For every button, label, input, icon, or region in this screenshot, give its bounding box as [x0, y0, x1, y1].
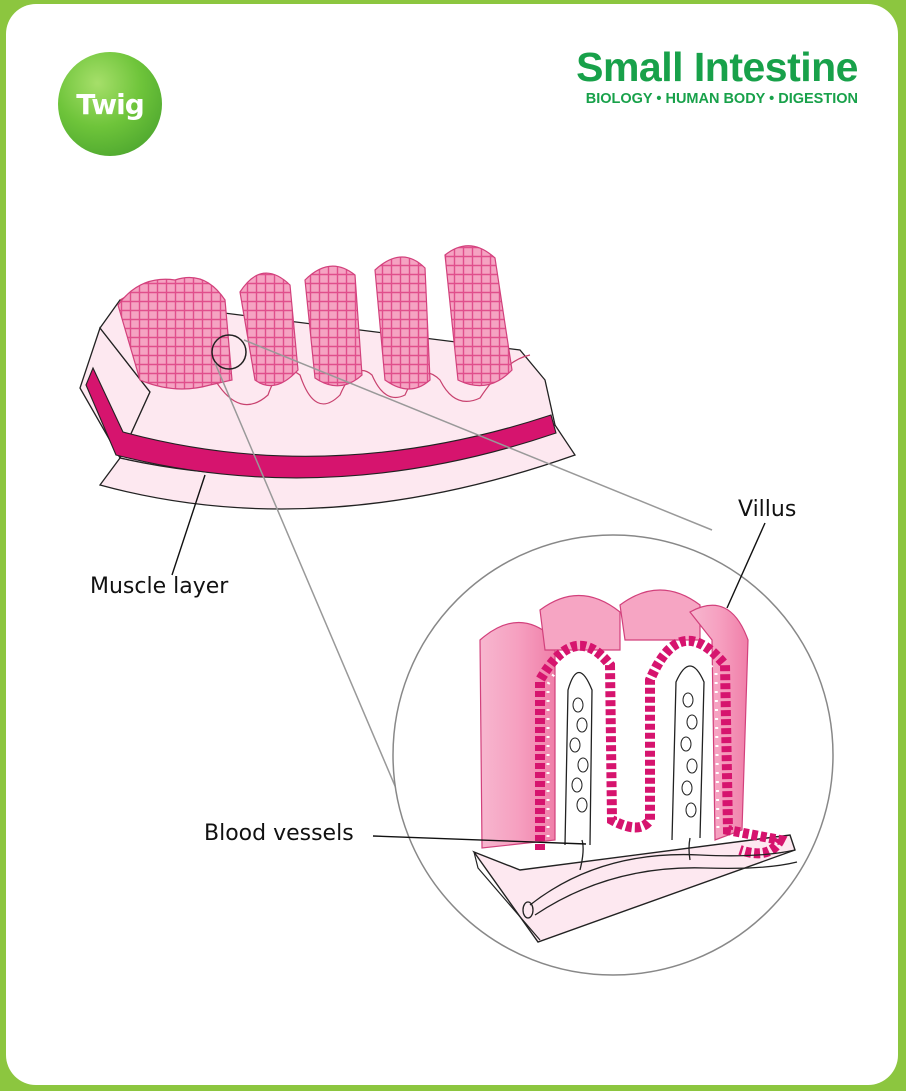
muscle-layer-label: Muscle layer [90, 574, 229, 599]
magnified-villus [393, 535, 833, 975]
intestine-wall-segment [80, 246, 575, 509]
blood-vessels-label: Blood vessels [204, 821, 354, 846]
villus-label: Villus [738, 497, 796, 522]
